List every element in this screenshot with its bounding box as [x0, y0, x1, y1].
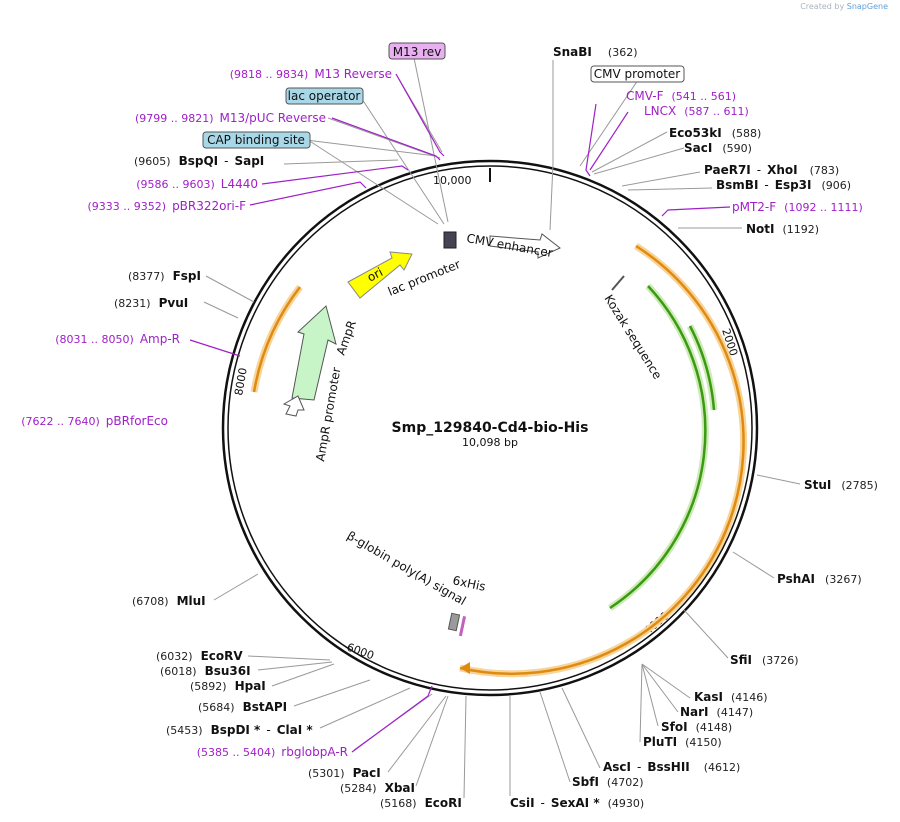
enzyme-labels-right: CsiI-SexAI *(4930) SbfI(4702) AscI-BssHI…: [510, 45, 878, 810]
orange-arc-left-halo: [250, 284, 303, 393]
enzyme-noti: NotI(1192): [746, 222, 819, 236]
polyA-label: β-globin poly(A) signal: [345, 528, 469, 608]
enzyme-sbfi: SbfI(4702): [572, 775, 644, 789]
enzyme-snabi: SnaBI(362): [553, 45, 638, 59]
ampr-label: AmpR: [334, 319, 359, 357]
enzyme-sfii: SfiI(3726): [730, 653, 799, 667]
snapgene-credit: Created by SnapGene: [800, 2, 888, 11]
primer-rbglobpa-label: (5385 .. 5404)rbglobpA-R: [197, 745, 348, 759]
primer-l4440-label: (9586 .. 9603)L4440: [136, 177, 258, 191]
primer-pmt2f-label: pMT2-F(1092 .. 1111): [732, 200, 863, 214]
enzyme-bspqi-sapi: (9605)BspQI-SapI: [134, 154, 264, 168]
ampr-promoter-arrow: [282, 395, 305, 417]
enzyme-pvui: (8231)PvuI: [114, 296, 188, 310]
primer-pbrforeco-label: (7622 .. 7640)pBRforEco: [21, 414, 168, 428]
orange-arc-left: [252, 286, 301, 393]
snapgene-logo-text: SnapGene: [846, 2, 888, 11]
enzyme-paer7i-xhoi: PaeR7I-XhoI(783): [704, 163, 839, 177]
cmv-enhancer-arrow: [489, 233, 561, 259]
primer-ampr-label: (8031 .. 8050)Amp-R: [55, 332, 180, 346]
green-arc-2: [688, 325, 716, 411]
enzyme-bsmbi-esp3i: BsmBI-Esp3I(906): [716, 178, 851, 192]
lac-operator-label: lac operator: [288, 89, 361, 103]
primer-cmvf-label: CMV-F(541 .. 561): [626, 89, 736, 103]
enzyme-pshai: PshAI(3267): [777, 572, 862, 586]
enzyme-bsu36i: (6018)Bsu36I: [160, 664, 251, 678]
tick-10000: 10,000: [433, 174, 472, 187]
cap-site-label: CAP binding site: [207, 133, 305, 147]
enzyme-xbai: (5284)XbaI: [340, 781, 415, 795]
plasmid-name: Smp_129840-Cd4-bio-His: [392, 420, 589, 436]
tick-8000: 8000: [232, 367, 250, 397]
leader-lines: [203, 57, 801, 799]
cmv-enhancer-label: CMV enhancer: [465, 231, 553, 260]
his-label: 6xHis: [451, 573, 487, 594]
polyA-block: [447, 612, 461, 632]
primer-leaders: [189, 73, 731, 753]
plasmid-length: 10,098 bp: [462, 436, 518, 449]
m13rev-box: [388, 42, 446, 60]
enzyme-saci: SacI(590): [684, 141, 752, 155]
lac-promoter-block: [443, 231, 457, 249]
primer-m13-reverse-label: (9818 .. 9834)M13 Reverse: [230, 67, 392, 81]
enzyme-asci-bsshii: AscI-BssHII(4612): [603, 760, 740, 774]
ori-arrow: [347, 251, 413, 299]
primer-m13-puc-label: (9799 .. 9821)M13/pUC Reverse: [135, 111, 326, 125]
enzyme-mlui: (6708)MluI: [132, 594, 206, 608]
tick-6000: 6000: [345, 641, 376, 663]
primer-lncx-label: LNCX(587 .. 611): [644, 104, 749, 118]
primer-pbr322ori-label: (9333 .. 9352)pBR322ori-F: [88, 199, 247, 213]
enzyme-nari: NarI(4147): [680, 705, 753, 719]
enzyme-bspdi-clai: (5453)BspDI *-ClaI *: [166, 723, 313, 737]
primer-labels-right: CMV-F(541 .. 561) LNCX(587 .. 611) pMT2-…: [626, 89, 863, 214]
enzyme-eco53ki: Eco53kI(588): [669, 126, 761, 140]
m13rev-label: M13 rev: [393, 45, 442, 59]
cap-site-box: [202, 131, 311, 149]
orange-feature-arc: [459, 244, 745, 676]
enzyme-sfoi: SfoI(4148): [661, 720, 732, 734]
enzyme-pluti: PluTI(4150): [643, 735, 722, 749]
backbone-inner: [227, 165, 753, 691]
backbone-outer: [221, 159, 759, 697]
enzyme-fspi: (8377)FspI: [128, 269, 201, 283]
ampr-arrow: [291, 305, 337, 401]
cmv-promoter-box: [590, 65, 685, 83]
primer-labels-left: (9818 .. 9834)M13 Reverse (9799 .. 9821)…: [21, 67, 392, 759]
enzyme-kasi: KasI(4146): [694, 690, 768, 704]
enzyme-labels-left: (9605)BspQI-SapI (8377)FspI (8231)PvuI (…: [114, 154, 462, 810]
orange-arrowhead: [460, 662, 470, 674]
enzyme-ecori: (5168)EcoRI: [380, 796, 462, 810]
kozak-label: Kozak sequence: [601, 292, 664, 382]
ori-label: ori: [365, 265, 385, 285]
enzyme-ecorv: (6032)EcoRV: [156, 649, 243, 663]
enzyme-stui: StuI(2785): [804, 478, 878, 492]
credit-prefix: Created by: [800, 2, 845, 11]
kozak-mark: [611, 275, 625, 291]
his-tag-block: [458, 616, 467, 637]
lac-operator-box: [285, 87, 364, 105]
enzyme-bstapi: (5684)BstAPI: [198, 700, 287, 714]
enzyme-csii-sexai: CsiI-SexAI *(4930): [510, 796, 644, 810]
enzyme-paci: (5301)PacI: [308, 766, 381, 780]
cmv-promoter-label: CMV promoter: [594, 67, 681, 81]
enzyme-hpai: (5892)HpaI: [190, 679, 266, 693]
green-arc-1: [609, 285, 707, 610]
